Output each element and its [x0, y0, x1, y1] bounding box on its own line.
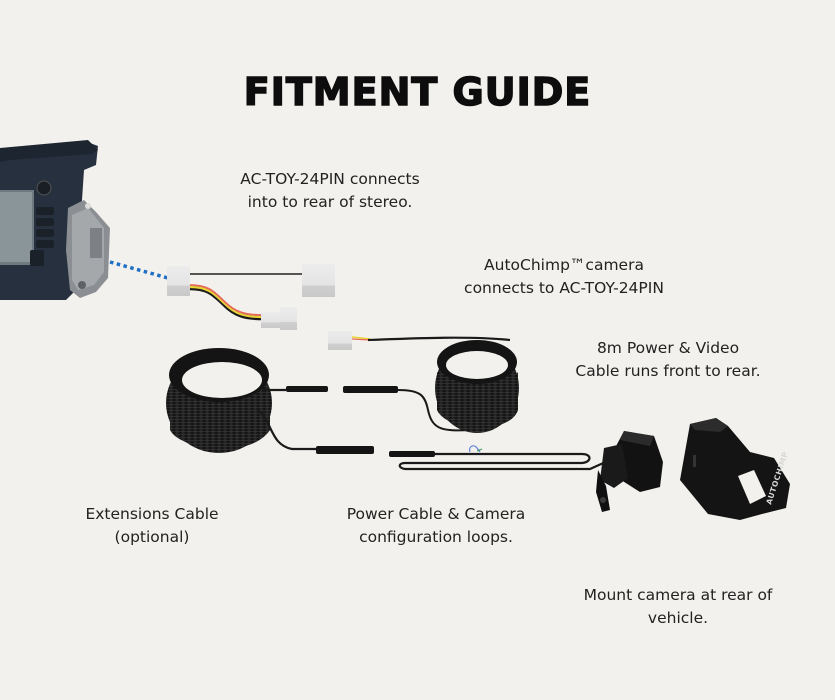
camera-image — [596, 431, 663, 512]
caption-mount-line1: Mount camera at rear of — [583, 586, 773, 604]
stereo-head-unit-image — [0, 140, 110, 300]
camera-plug-image — [328, 331, 511, 350]
extension-cable-coil-image — [166, 348, 374, 454]
caption-stereo: AC-TOY-24PIN connects into to rear of st… — [240, 168, 419, 214]
caption-power-video-line1: 8m Power & Video — [596, 339, 740, 357]
caption-extensions-line1: Extensions Cable — [85, 505, 219, 523]
caption-extensions: Extensions Cable (optional) — [85, 503, 218, 549]
caption-loops-line1: Power Cable & Camera — [346, 505, 526, 523]
caption-stereo-line2: into to rear of stereo. — [247, 193, 413, 211]
camera-mount-image: AUTOCHIMP — [680, 418, 790, 520]
caption-mount: Mount camera at rear of vehicle. — [584, 584, 773, 630]
caption-camera-connect-line1: AutoChimp™camera — [484, 256, 644, 274]
page-title: FITMENT GUIDE — [243, 69, 592, 115]
caption-camera-connect: AutoChimp™camera connects to AC-TOY-24PI… — [464, 254, 664, 300]
caption-camera-connect-line2: connects to AC-TOY-24PIN — [464, 279, 664, 297]
caption-extensions-line2: (optional) — [114, 528, 190, 546]
power-video-cable-coil-image — [435, 340, 519, 433]
configuration-loops-image — [398, 445, 611, 471]
caption-stereo-line1: AC-TOY-24PIN connects — [240, 170, 420, 188]
power-cable-connectors-image — [343, 386, 490, 457]
ac-toy-24pin-harness-image — [167, 264, 335, 330]
caption-mount-line2: vehicle. — [647, 609, 709, 627]
caption-loops: Power Cable & Camera configuration loops… — [347, 503, 526, 549]
caption-loops-line2: configuration loops. — [359, 528, 513, 546]
caption-power-video-line2: Cable runs front to rear. — [575, 362, 761, 380]
caption-power-video: 8m Power & Video Cable runs front to rea… — [575, 337, 760, 383]
connection-dotted-line — [109, 260, 169, 280]
